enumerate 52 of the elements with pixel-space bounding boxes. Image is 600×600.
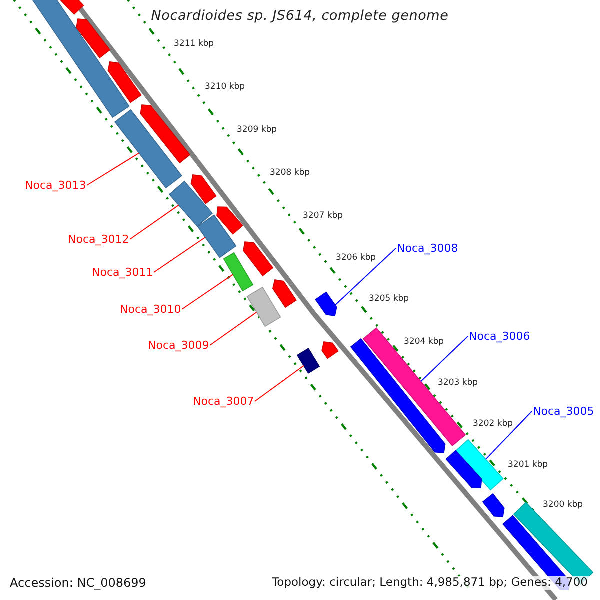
leader-line [420,336,468,382]
gene-label: Noca_3012 [68,234,130,245]
gene-block [140,104,191,164]
gene-label: Noca_3005 [533,406,594,417]
leader-line [334,248,396,306]
gene-label: Noca_3008 [397,243,458,254]
scale-label: 3204 kbp [404,338,444,346]
gene-block [58,0,84,16]
leader-line [130,204,180,240]
scale-label: 3207 kbp [303,212,344,220]
leader-line [182,274,234,310]
scale-label: 3200 kbp [543,501,584,510]
gene-block [190,174,217,204]
scale-label: 3211 kbp [174,40,214,48]
scale-label: 3208 kbp [270,169,310,178]
gene-label: Noca_3013 [25,180,86,191]
scale-label: 3202 kbp [473,420,514,428]
gene-block [216,206,244,235]
gene-label: Noca_3010 [120,304,182,315]
leader-line [154,237,206,273]
scale-label: 3210 kbp [205,83,246,92]
gene-bar [455,439,504,491]
scale-label: 3205 kbp [369,295,410,304]
gene-bar [114,109,182,189]
gene-block [322,342,339,360]
gene-bar [197,214,237,258]
gene-block [272,280,297,308]
leader-line [254,365,304,402]
gene-block [446,450,482,488]
leader-line [485,411,532,460]
gene-label: Noca_3007 [193,396,254,407]
scale-label: 3201 kbp [508,461,548,470]
gene-label: Noca_3011 [92,267,154,278]
diagram-title: Nocardioides sp. JS614, complete genome [150,10,450,24]
leader-line [210,312,258,346]
accession-text: Accession: NC_008699 [10,576,146,590]
gene-block [482,493,505,518]
gene-bar [223,252,254,292]
scale-label: 3203 kbp [438,379,478,388]
gene-block [108,62,142,104]
gene-block [315,292,338,316]
gene-label: Noca_3006 [469,331,530,342]
gene-block [243,242,274,277]
gene-label: Noca_3009 [148,340,210,351]
gene-block [76,18,111,59]
gene-bar [168,180,214,228]
scale-label: 3206 kbp [336,254,376,262]
gene-bar [296,348,320,374]
genome-stats-text: Topology: circular; Length: 4,985,871 bp; Genes: 4,700 [270,576,590,590]
scale-label: 3209 kbp [237,126,278,134]
gene-bar [246,286,282,328]
leader-line [86,152,140,186]
